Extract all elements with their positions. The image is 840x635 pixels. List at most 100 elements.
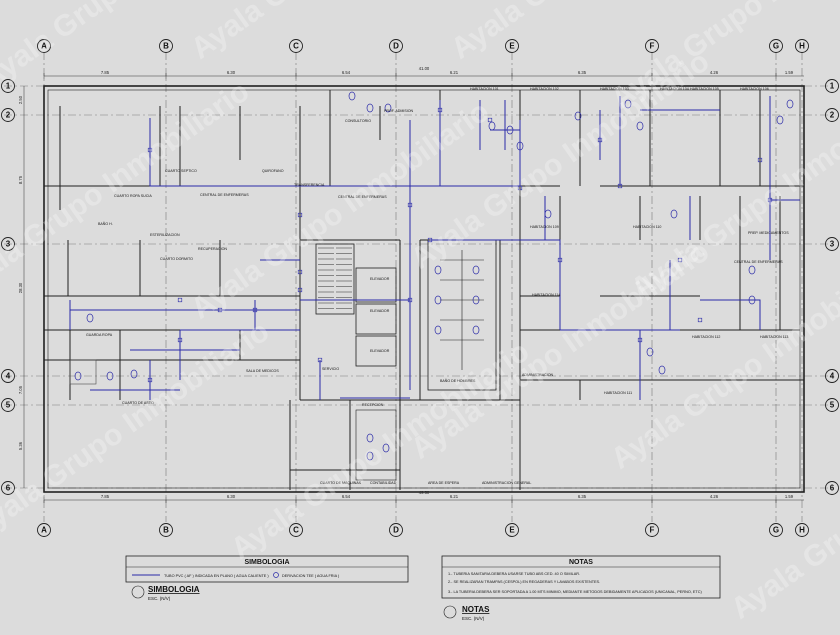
grid-bubble-col [37,523,51,537]
elevator-3 [355,335,397,367]
fixture-icon [636,121,644,131]
grid-bubble-row [825,79,839,93]
grid-bubble-label: D [393,526,399,535]
room-label: CUARTO DORMITO [160,257,193,261]
dimension-span: 6.30 [227,70,236,75]
grid-bubble-label: A [41,42,47,51]
grid-bubble-row [825,108,839,122]
legend-caption: SIMBOLOGIA [148,585,200,594]
fixture-icon [472,265,480,275]
room-label: HABITACION 101 [470,87,499,91]
room-label: CUARTO ROPA SUCIA [114,194,152,198]
room-label: ELEVADOR [370,309,390,313]
room-label: ADMINISTRACION GENERAL [482,481,531,485]
dimension-left: 2.50 [18,95,23,104]
grid-bubble-label: 6 [830,484,835,493]
grid-bubble-col [505,523,519,537]
grid-bubble-label: 5 [830,401,835,410]
room-label: ESTERILIZACION [150,233,180,237]
grid-bubble-label: 5 [6,401,11,410]
dimension-total: 49.50 [419,490,430,495]
fixture-icon [776,115,784,125]
pipe-branch [69,300,300,330]
room-label: AREA DE ESPERA [428,481,460,485]
grid-bubble-row [1,79,15,93]
grid-bubble-label: G [773,42,779,51]
fixture-icon [434,295,442,305]
dimension-span: 6.21 [450,70,459,75]
dimension-left: 7.05 [18,385,23,394]
dimension-span: 6.54 [342,494,351,499]
fixture-icon [384,103,392,113]
note-2: 2.- SE REALIZARAN TRAMPAS (CESPOL) EN RE… [448,580,600,584]
watermark-text: Ayala Grupo Inmobiliario [185,0,495,66]
tank [69,359,97,385]
fixture-icon [472,295,480,305]
dimension-span: 4.26 [710,494,719,499]
grid-bubble-label: A [41,526,47,535]
room-label: HABITACION 111 [604,391,632,395]
grid-bubble-col [645,39,659,53]
grid-bubble-row [825,237,839,251]
fixture-icon [658,365,666,375]
legend-box [125,555,409,583]
stairs-steps [318,247,352,309]
grid-bubble-label: C [293,526,299,535]
room-label: RECEPCION [362,403,384,407]
grid-bubble-label: H [799,42,805,51]
watermark-text: Ayala Grupo Inmobiliario [185,95,495,326]
grid-bubble-col [389,523,403,537]
fixture-icon [382,443,390,453]
valve-icon [297,212,303,218]
grid-bubble-col [159,523,173,537]
room-label: TRANSFERENCIA [294,183,325,187]
room-label: ADMINISTRACION [522,373,554,377]
grid-bubble-col [769,523,783,537]
valve-icon [177,297,183,303]
room-label: GUARDA ROPA [86,333,113,337]
legend-title: SIMBOLOGIA [244,559,289,566]
room-label: PREP. MEDICAMENTOS [748,231,789,235]
grid-bubble-label: B [163,526,169,535]
watermark-text: Ayala Grupo Inmobiliario [0,315,275,546]
fixture-icon [544,209,552,219]
notes-box [441,555,721,599]
valve-icon [757,157,763,163]
dimension-left: 5.36 [18,441,23,450]
valve-icon [297,269,303,275]
grid-bubble-label: H [799,526,805,535]
fixture-icon [366,451,374,461]
room-label: SALA DE MEDICOS [246,369,279,373]
room-label: SERVICIO [322,367,339,371]
note-3: 3.- LA TUBERIA DEBERA SER SOPORTADA A 1.… [448,590,702,594]
grid-bubble-label: 3 [6,240,11,249]
dimension-total: 41.00 [419,66,430,71]
grid-bubble-label: E [509,526,515,535]
grid-bubble-row [825,398,839,412]
dimension-span: 6.35 [578,494,587,499]
grid-bubble-col [289,523,303,537]
grid-bubble-col [389,39,403,53]
grid-bubble-label: G [773,526,779,535]
notes-scale: ESC. (N/V) [462,616,485,621]
legend-scale: ESC. (N/V) [148,596,171,601]
room-label: HABITACION 105 [690,87,719,91]
grid-bubble-label: 3 [830,240,835,249]
grid-bubble-row [1,481,15,495]
room-label: BAÑO DE HOMBRES [440,378,476,383]
fixture-icon [624,99,632,109]
room-label: CONSULTORIO [345,119,371,123]
dimension-span: 1.59 [785,70,794,75]
fixture-icon [74,371,82,381]
grid-bubble-col [159,39,173,53]
legend-symbology: SIMBOLOGIA TUBO PVC ( AF ) INDICADA EN P… [125,555,409,601]
room-label: CENTRAL DE ENFERMERAS [734,260,783,264]
fixture-icon [748,265,756,275]
grid-bubble-col [37,39,51,53]
room-label: HABITACION 102 [530,87,559,91]
room-label: HABITACION 104 [660,87,689,91]
dimension-span: 6.21 [450,494,459,499]
